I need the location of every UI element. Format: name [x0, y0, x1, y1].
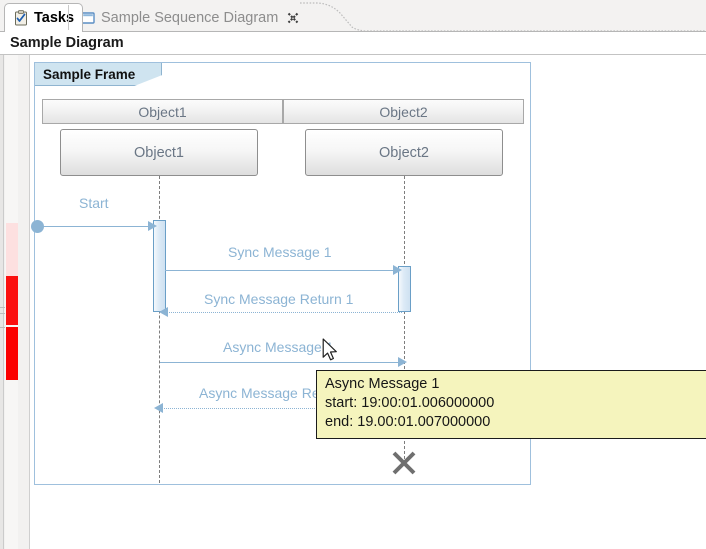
- message-line-async-message-return-1[interactable]: [162, 408, 405, 409]
- tab-tasks-label: Tasks: [34, 10, 75, 26]
- gutter-notch: [0, 307, 5, 308]
- gutter-rail: [0, 55, 4, 549]
- message-line-sync-message-1[interactable]: [165, 270, 400, 271]
- lifeline-box-object1[interactable]: Object1: [60, 129, 258, 176]
- lifeline-header-object1[interactable]: Object1: [42, 99, 283, 124]
- tab-tasks[interactable]: Tasks: [4, 3, 84, 32]
- error-marker-2[interactable]: [6, 327, 18, 380]
- tab-sample-sequence-diagram[interactable]: Sample Sequence Diagram: [72, 3, 307, 32]
- arrow-head-sync-message-return-1: [159, 307, 168, 317]
- tab-bar-bottom-border: [0, 31, 706, 32]
- tab-separator: [68, 5, 69, 30]
- lifeline-object2[interactable]: [404, 176, 405, 464]
- mouse-cursor: [322, 338, 340, 364]
- error-marker-1[interactable]: [6, 276, 18, 325]
- message-label-async-message-1[interactable]: Async Message 1: [223, 339, 334, 355]
- message-line-sync-message-return-1[interactable]: [167, 312, 402, 313]
- editor-tab-bar: Tasks Sample Sequence Diagram: [0, 0, 706, 32]
- tooltip-title: Async Message 1: [325, 376, 440, 392]
- activation-bar-object1[interactable]: [153, 220, 166, 312]
- tooltip-end-time: end: 19.00:01.007000000: [325, 414, 491, 430]
- activation-bar-object2[interactable]: [398, 266, 411, 312]
- arrow-head-start: [148, 221, 157, 231]
- arrow-head-async-message-return-1: [154, 403, 163, 413]
- lifeline-header-object2-label: Object2: [379, 103, 428, 120]
- tooltip: Async Message 1 start: 19:00:01.00600000…: [316, 370, 706, 439]
- lifeline-box-object2-label: Object2: [379, 144, 429, 161]
- gutter-notch: [0, 327, 5, 328]
- tab-bar-curve-decoration: [300, 2, 706, 32]
- title-bottom-border: [0, 54, 706, 55]
- lifeline-box-object1-label: Object1: [134, 144, 184, 161]
- gutter-notch: [0, 313, 5, 314]
- lifeline-box-object2[interactable]: Object2: [305, 129, 503, 176]
- message-line-start[interactable]: [37, 226, 155, 227]
- tooltip-start-time: start: 19:00:01.006000000: [325, 395, 495, 411]
- lifeline-header-object2[interactable]: Object2: [283, 99, 524, 124]
- lifeline-object1[interactable]: [159, 176, 160, 483]
- message-label-sync-message-1[interactable]: Sync Message 1: [228, 244, 332, 260]
- lifeline-header-object1-label: Object1: [138, 103, 187, 120]
- arrow-head-sync-message-1: [393, 265, 402, 275]
- message-line-async-message-1[interactable]: [160, 362, 405, 363]
- diagram-canvas[interactable]: Sample Frame Object1 Object2 Object1 Obj…: [31, 55, 706, 549]
- warning-marker[interactable]: [6, 223, 18, 276]
- destroy-x-icon[interactable]: [391, 450, 417, 476]
- message-label-sync-message-return-1[interactable]: Sync Message Return 1: [204, 291, 354, 307]
- arrow-head-async-message-1: [398, 357, 407, 367]
- marker-gutter[interactable]: [0, 55, 30, 549]
- tab-sample-sequence-diagram-label: Sample Sequence Diagram: [101, 9, 279, 26]
- frame-label: Sample Frame: [35, 63, 163, 86]
- message-label-start[interactable]: Start: [79, 195, 109, 211]
- close-icon[interactable]: [287, 12, 299, 24]
- page-title: Sample Diagram: [10, 35, 124, 51]
- editor-title-bar: Sample Diagram: [0, 32, 706, 55]
- tasks-clipboard-icon: [13, 10, 29, 26]
